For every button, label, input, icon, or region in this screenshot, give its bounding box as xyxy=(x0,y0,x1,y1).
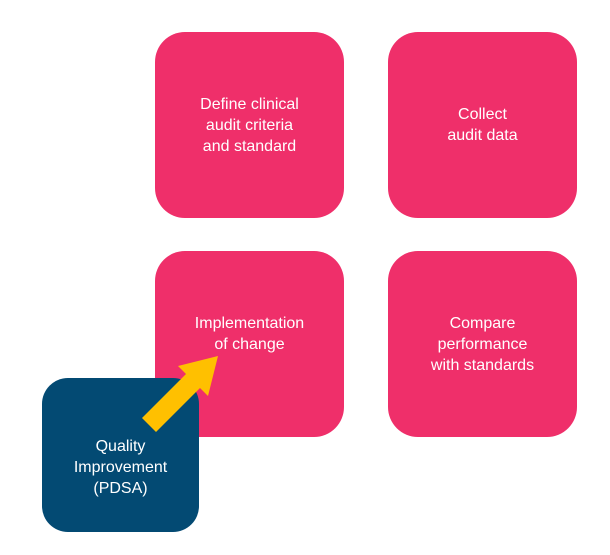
define-criteria-box: Define clinical audit criteria and stand… xyxy=(155,32,344,218)
implementation-label: Implementation of change xyxy=(194,315,305,353)
compare-performance-box: Compare performance with standards xyxy=(388,251,577,437)
quality-improvement-label: Quality Improvement (PDSA) xyxy=(73,438,168,497)
compare-performance-label: Compare performance with standards xyxy=(430,314,535,374)
define-criteria-label: Define clinical audit criteria and stand… xyxy=(200,95,299,155)
collect-data-label: Collect audit data xyxy=(447,106,518,144)
collect-data-box: Collect audit data xyxy=(388,32,577,218)
quality-improvement-box: Quality Improvement (PDSA) xyxy=(42,378,199,532)
